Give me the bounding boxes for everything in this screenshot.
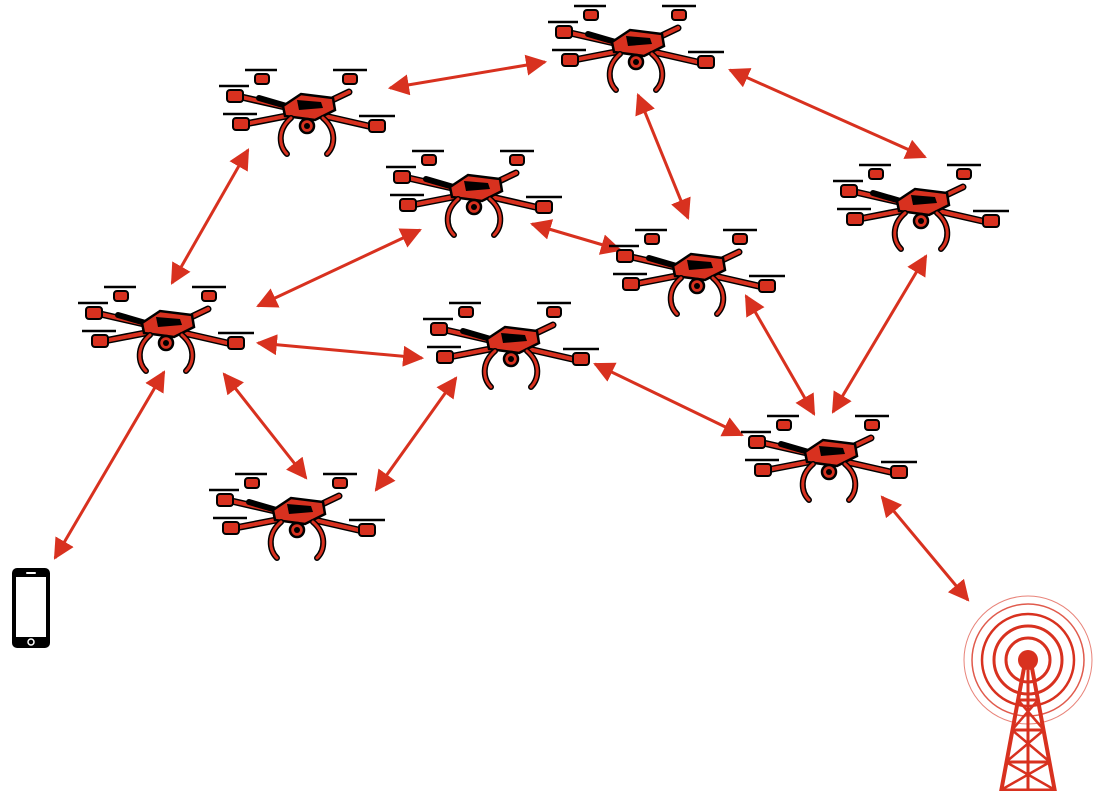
link-arrow-drone-5-drone-9	[744, 294, 816, 416]
link-arrow-drone-1-drone-4	[170, 148, 250, 285]
link-arrow-drone-1-drone-2	[387, 54, 548, 96]
link-arrow-drone-7-drone-8	[374, 376, 458, 492]
links-layer	[53, 54, 970, 602]
radio-tower-icon	[962, 594, 1094, 791]
link-arrow-drone-4-drone-7	[255, 334, 425, 367]
smartphone-icon	[11, 567, 51, 649]
quadcopter-drone-icon	[423, 303, 599, 387]
quadcopter-drone-icon	[386, 151, 562, 235]
nodes-layer	[11, 6, 1094, 791]
link-arrow-drone-2-drone-5	[635, 93, 691, 220]
quadcopter-drone-icon	[219, 70, 395, 154]
link-arrow-drone-2-drone-6	[728, 68, 927, 159]
link-arrow-drone-9-cell-tower	[880, 495, 970, 602]
link-arrow-drone-6-drone-9	[831, 254, 928, 414]
link-arrow-drone-3-drone-5	[529, 219, 623, 255]
link-arrow-drone-7-drone-9	[593, 362, 744, 437]
link-arrow-drone-4-drone-8	[222, 372, 308, 480]
quadcopter-drone-icon	[548, 6, 724, 90]
quadcopter-drone-icon	[609, 230, 785, 314]
quadcopter-drone-icon	[741, 416, 917, 500]
quadcopter-drone-icon	[833, 165, 1009, 249]
link-arrow-drone-3-drone-4	[256, 228, 422, 308]
quadcopter-drone-icon	[78, 287, 254, 371]
link-arrow-drone-4-smartphone	[53, 370, 166, 560]
quadcopter-drone-icon	[209, 474, 385, 558]
